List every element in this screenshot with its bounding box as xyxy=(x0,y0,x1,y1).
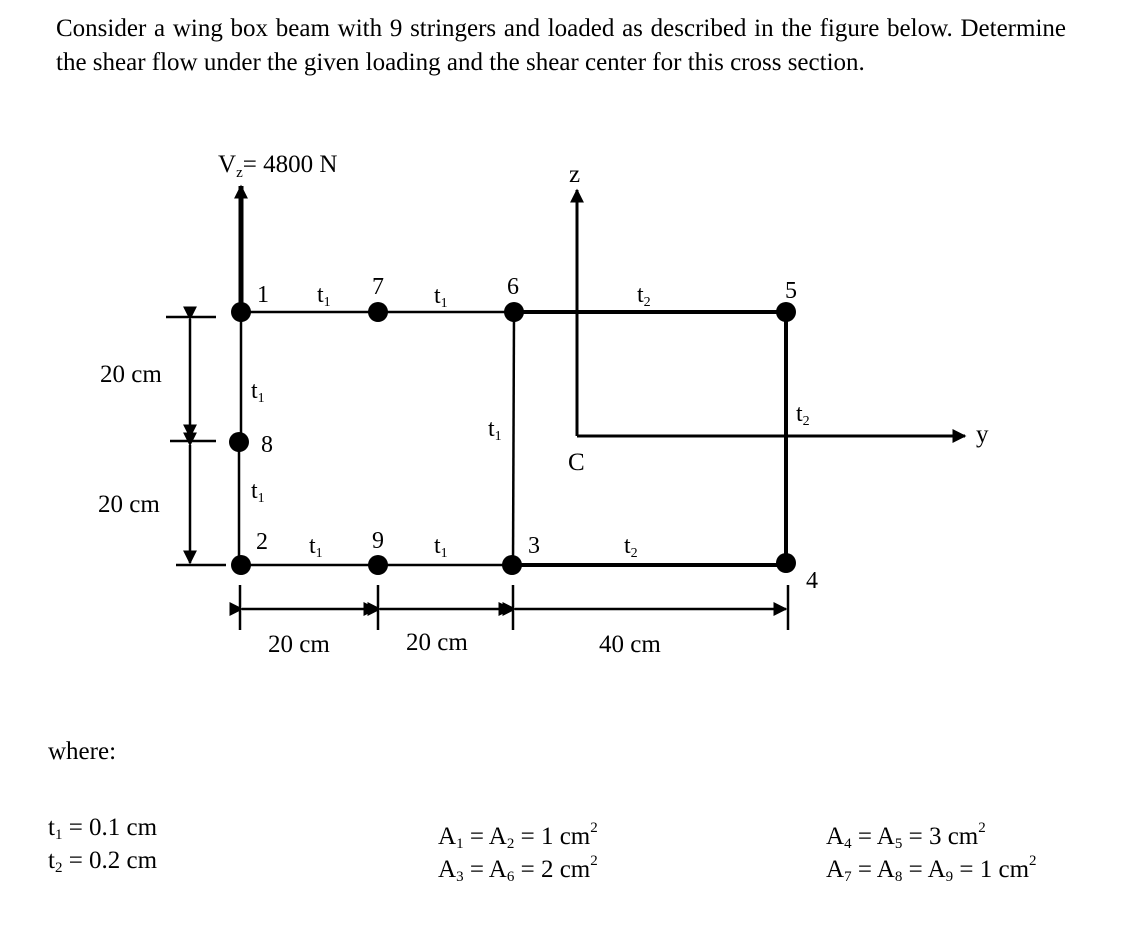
node-label-1: 1 xyxy=(257,282,269,308)
dim-label-bottom-1: 20 cm xyxy=(268,631,330,658)
node-label-9: 9 xyxy=(372,528,384,554)
dim-label-bottom-3: 40 cm xyxy=(599,631,661,658)
node-label-7: 7 xyxy=(372,274,384,300)
stringer-6 xyxy=(504,302,524,322)
node-label-3: 3 xyxy=(528,533,540,559)
dim-label-left-lower: 20 cm xyxy=(98,491,160,518)
z-axis-label: z xyxy=(569,161,580,188)
thickness-label-spar-6-3: t1 xyxy=(488,416,502,444)
thickness-label-spar-5-4: t2 xyxy=(796,401,810,429)
property-a4-a5: A4 = A5 = 3 cm2 xyxy=(826,820,986,852)
problem-statement: Consider a wing box beam with 9 stringer… xyxy=(56,15,1066,76)
thickness-label-9-3: t1 xyxy=(434,533,448,561)
node-label-8: 8 xyxy=(261,432,273,458)
property-a3-a6: A3 = A6 = 2 cm2 xyxy=(438,853,598,885)
node-label-5: 5 xyxy=(785,278,797,304)
y-axis-label: y xyxy=(976,421,989,448)
stringer-1 xyxy=(231,302,251,322)
stringer-8 xyxy=(229,432,249,452)
thickness-label-1-8: t1 xyxy=(251,378,265,406)
node-label-6: 6 xyxy=(507,274,519,300)
thickness-label-2-9: t1 xyxy=(309,533,323,561)
dim-label-left-upper: 20 cm xyxy=(100,361,162,388)
load-label: Vz= 4800 N xyxy=(218,151,337,181)
node-label-2: 2 xyxy=(256,529,268,555)
stringer-5 xyxy=(776,302,796,322)
dim-label-bottom-2: 20 cm xyxy=(406,629,468,656)
thickness-label-3-4: t2 xyxy=(624,533,638,561)
property-a7-a8-a9: A7 = A8 = A9 = 1 cm2 xyxy=(826,853,1037,885)
stringer-3 xyxy=(502,555,522,575)
property-t1: t1 = 0.1 cm xyxy=(48,814,158,843)
centroid-label: C xyxy=(568,449,585,476)
node-label-4: 4 xyxy=(806,568,818,594)
thickness-label-1-7: t1 xyxy=(317,282,331,310)
stringer-7 xyxy=(368,302,388,322)
where-label: where: xyxy=(48,738,117,765)
stringer-4 xyxy=(776,553,796,573)
thickness-label-8-2: t1 xyxy=(251,478,265,506)
stringer-2 xyxy=(231,555,251,575)
thickness-label-6-5: t2 xyxy=(637,282,651,310)
property-t2: t2 = 0.2 cm xyxy=(48,847,158,876)
spar-6-3 xyxy=(511,311,516,566)
property-a1-a2: A1 = A2 = 1 cm2 xyxy=(438,820,598,852)
stringer-9 xyxy=(368,555,388,575)
thickness-label-7-6: t1 xyxy=(434,283,448,311)
